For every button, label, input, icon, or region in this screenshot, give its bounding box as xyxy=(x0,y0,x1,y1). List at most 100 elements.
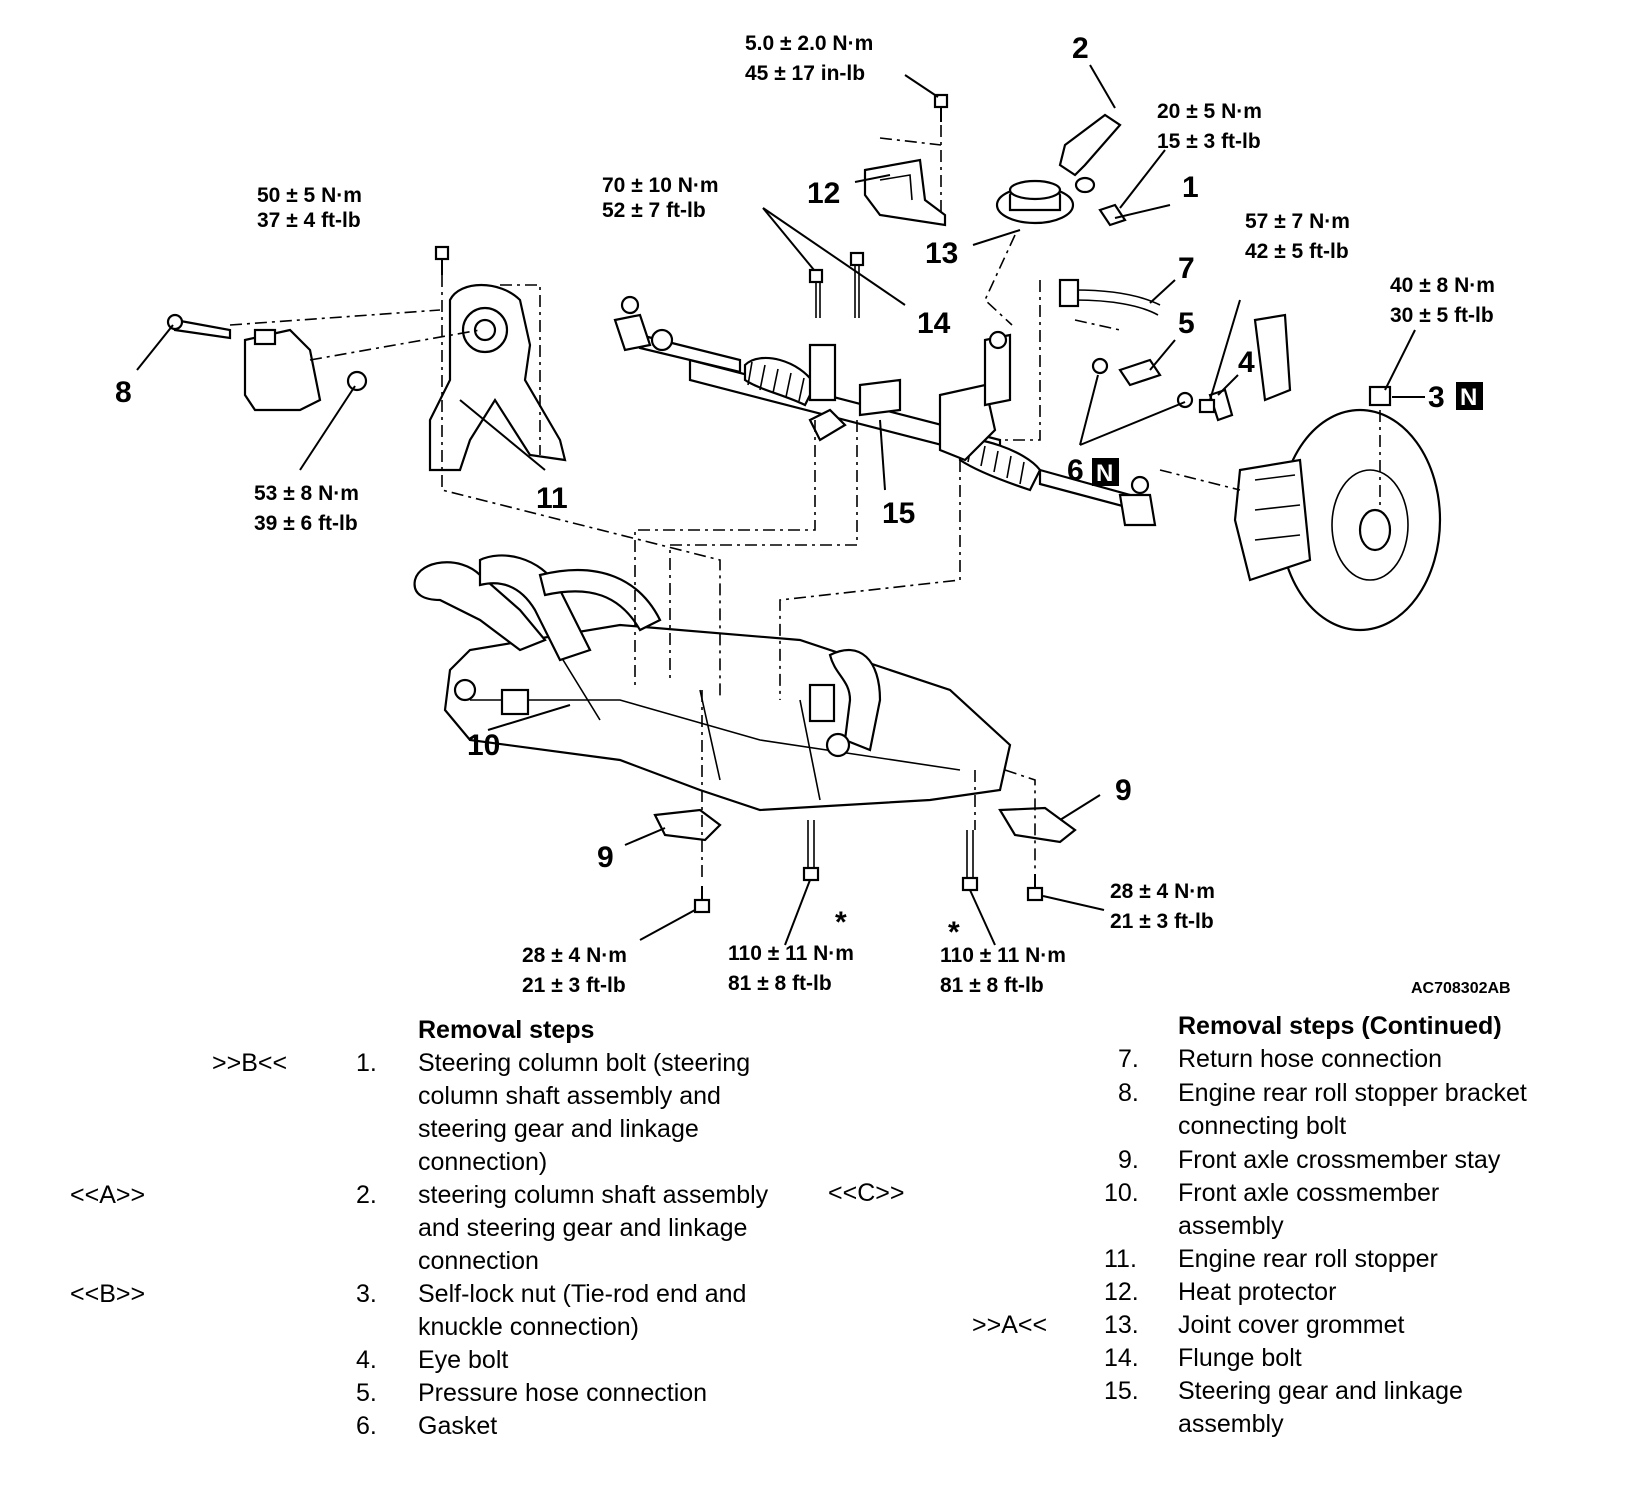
removal-steps-continued: Removal steps (Continued) 7. Return hose… xyxy=(800,1010,1632,1492)
step-text: Joint cover grommet xyxy=(1178,1311,1405,1339)
torque-self-lock-nut-ftlb: 30 ± 5 ft-lb xyxy=(1390,304,1494,327)
heat-protector xyxy=(863,158,947,227)
flange-bolt-left xyxy=(808,268,824,318)
crossmember-bolt-right xyxy=(961,830,979,892)
stay-bolt-left xyxy=(693,886,711,914)
callout-numbers: 1 2 3 4 5 6 7 8 9 9 10 11 12 13 14 15 N … xyxy=(115,32,1483,949)
new-part-badge-6 xyxy=(1092,458,1119,486)
callout-9-left: 9 xyxy=(597,841,614,874)
step-number: 8. xyxy=(1118,1079,1139,1107)
leader-lines xyxy=(136,64,1425,946)
torque-stay-right-nm: 28 ± 4 N·m xyxy=(1110,880,1215,903)
callout-7: 7 xyxy=(1178,252,1195,285)
knuckle-brake-assembly xyxy=(1233,313,1442,632)
step-text: Steering column bolt (steering column sh… xyxy=(418,1049,751,1176)
torque-eye-bolt-ftlb: 42 ± 5 ft-lb xyxy=(1245,240,1349,263)
heat-protector-bolt xyxy=(933,93,949,122)
torque-crossmember-left-nm: 110 ± 11 N·m xyxy=(728,942,854,965)
step-number: 2. xyxy=(356,1181,377,1209)
torque-stopper-top-nm: 50 ± 5 N·m xyxy=(257,184,362,207)
step-text: Engine rear roll stopper xyxy=(1178,1245,1438,1273)
torque-stay-left-ftlb: 21 ± 3 ft-lb xyxy=(522,974,626,997)
step-number: 12. xyxy=(1104,1278,1139,1306)
new-part-badge-6-label: N xyxy=(1096,460,1113,487)
stay-bolt-right xyxy=(1026,874,1044,902)
step-number: 11. xyxy=(1104,1245,1137,1273)
hose-connections xyxy=(1058,278,1234,422)
callout-15: 15 xyxy=(882,497,915,530)
stopper-top-bolt xyxy=(434,245,450,275)
torque-column-bolt-ftlb: 15 ± 3 ft-lb xyxy=(1157,130,1261,153)
torque-crossmember-right-nm: 110 ± 11 N·m xyxy=(940,944,1066,967)
step-code: >>A<< xyxy=(972,1311,1048,1339)
torque-heat-protector-inlb: 45 ± 17 in-lb xyxy=(745,62,865,85)
torque-stay-left-nm: 28 ± 4 N·m xyxy=(522,944,627,967)
step-text: Pressure hose connection xyxy=(418,1379,708,1407)
step-code: >>B<< xyxy=(212,1049,288,1077)
assembly-guide-lines xyxy=(229,125,1381,880)
callout-9-right: 9 xyxy=(1115,774,1132,807)
step-number: 4. xyxy=(356,1346,377,1374)
crossmember-bolt-left xyxy=(802,820,820,882)
engine-rear-roll-stopper xyxy=(428,283,567,472)
step-code: <<B>> xyxy=(70,1280,146,1308)
crossmember-stay-left xyxy=(653,808,722,842)
torque-crossmember-left-ftlb: 81 ± 8 ft-lb xyxy=(728,972,832,995)
callout-10: 10 xyxy=(467,729,500,762)
step-number: 13. xyxy=(1104,1311,1139,1339)
new-part-badge-3-label: N xyxy=(1460,384,1477,411)
step-text: Return hose connection xyxy=(1178,1045,1443,1073)
step-number: 9. xyxy=(1118,1146,1139,1174)
torque-stay-right-ftlb: 21 ± 3 ft-lb xyxy=(1110,910,1214,933)
bolts xyxy=(434,93,1216,914)
removal-steps-heading: Removal steps xyxy=(418,1016,595,1044)
new-part-badge-3 xyxy=(1456,382,1483,410)
callout-5: 5 xyxy=(1178,307,1195,340)
step-number: 10. xyxy=(1104,1179,1139,1207)
callout-1: 1 xyxy=(1182,171,1199,204)
steering-gear-assembly xyxy=(613,295,1157,527)
step-number: 1. xyxy=(356,1049,377,1077)
torque-stopper-nut-nm: 53 ± 8 N·m xyxy=(254,482,359,505)
step-text: Gasket xyxy=(418,1412,498,1440)
joint-cover-grommet xyxy=(995,179,1075,225)
torque-column-bolt-nm: 20 ± 5 N·m xyxy=(1157,100,1262,123)
step-text: Flunge bolt xyxy=(1178,1344,1302,1372)
step-number: 7. xyxy=(1118,1045,1139,1073)
step-text: Self-lock nut (Tie-rod end and knuckle c… xyxy=(418,1280,747,1341)
callout-4: 4 xyxy=(1238,346,1255,379)
step-text: Engine rear roll stopper bracket connect… xyxy=(1178,1079,1527,1140)
torque-stopper-top-ftlb: 37 ± 4 ft-lb xyxy=(257,209,361,232)
torque-eye-bolt-nm: 57 ± 7 N·m xyxy=(1245,210,1350,233)
step-text: steering column shaft assembly and steer… xyxy=(418,1181,769,1275)
callout-3: 3 xyxy=(1428,381,1445,414)
callout-6: 6 xyxy=(1067,454,1084,487)
callout-14: 14 xyxy=(917,307,951,340)
eye-bolt xyxy=(1198,398,1216,414)
torque-crossmember-right-ftlb: 81 ± 8 ft-lb xyxy=(940,974,1044,997)
step-text: Steering gear and linkage assembly xyxy=(1178,1377,1463,1438)
self-lock-nut xyxy=(1368,385,1392,407)
step-number: 6. xyxy=(356,1412,377,1440)
asterisk-right: * xyxy=(948,916,960,949)
step-text: Front axle cossmember assembly xyxy=(1178,1179,1440,1240)
torque-labels: 5.0 ± 2.0 N·m 45 ± 17 in-lb 20 ± 5 N·m 1… xyxy=(254,32,1495,997)
callout-2: 2 xyxy=(1072,32,1089,65)
callout-12: 12 xyxy=(807,177,840,210)
step-text: Front axle crossmember stay xyxy=(1178,1146,1501,1174)
crossmember-stay-right xyxy=(998,806,1077,844)
step-number: 3. xyxy=(356,1280,377,1308)
asterisk-left: * xyxy=(835,906,847,939)
torque-heat-protector-nm: 5.0 ± 2.0 N·m xyxy=(745,32,873,55)
removal-steps-continued-heading: Removal steps (Continued) xyxy=(1178,1012,1502,1040)
torque-flange-bolt-ftlb: 52 ± 7 ft-lb xyxy=(602,199,706,222)
exploded-view-diagram: 1 2 3 4 5 6 7 8 9 9 10 11 12 13 14 15 N … xyxy=(115,32,1511,997)
step-text: Heat protector xyxy=(1178,1278,1337,1306)
torque-self-lock-nut-nm: 40 ± 8 N·m xyxy=(1390,274,1495,297)
step-code: <<C>> xyxy=(828,1179,905,1207)
torque-stopper-nut-ftlb: 39 ± 6 ft-lb xyxy=(254,512,358,535)
roll-stopper-bracket xyxy=(166,313,368,412)
removal-steps: Removal steps >>B<< 1. Steering column b… xyxy=(0,1010,800,1492)
callout-11: 11 xyxy=(536,482,568,515)
step-number: 14. xyxy=(1104,1344,1139,1372)
